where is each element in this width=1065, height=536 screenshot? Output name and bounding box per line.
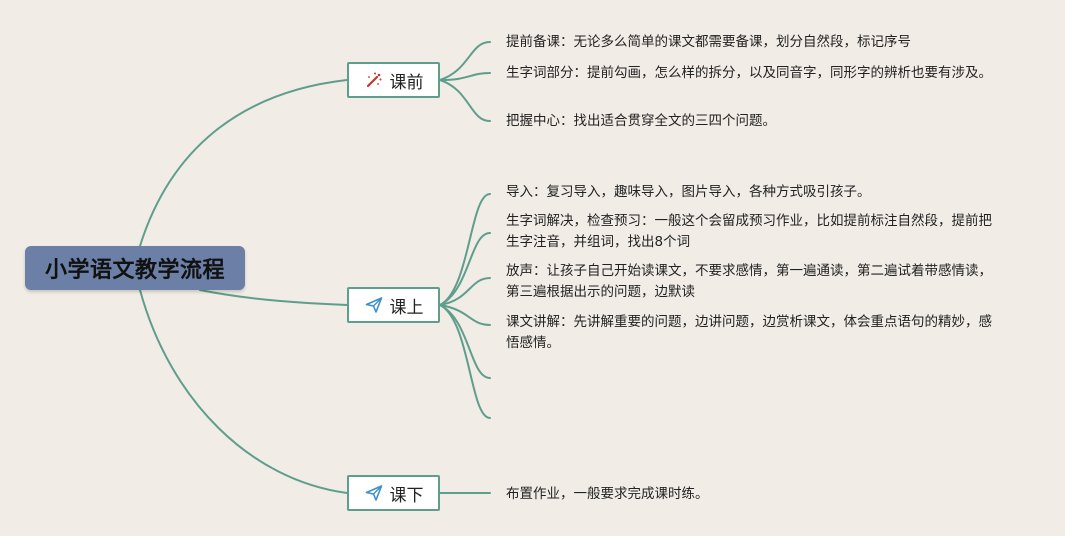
connector-keqian-leaf-2 (439, 72, 491, 81)
connector-keshang-leaf-3 (439, 277, 491, 306)
leaf-kexia-1[interactable]: 布置作业，一般要求完成课时练。 (506, 486, 709, 502)
connector-keshang-leaf-2 (439, 232, 491, 306)
paper-plane-icon (364, 295, 384, 315)
leaf-keshang-3[interactable]: 放声：让孩子自己开始读课文，不要求感情，第一遍通读，第二遍试着带感情读，第三遍根… (506, 263, 992, 300)
leaf-keshang-2[interactable]: 生字词解决，检查预习：一般这个会留成预习作业，比如提前标注自然段，提前把生字注音… (506, 213, 992, 250)
paper-plane-icon (364, 483, 384, 503)
leaf-keqian-2[interactable]: 生字词部分：提前勾画，怎么样的拆分，以及同音字，同形字的辨析也要有涉及。 (506, 65, 992, 81)
root-topic[interactable]: 小学语文教学流程 (25, 246, 245, 290)
connector-root-to-keshang (199, 289, 348, 306)
branch-keqian[interactable]: 课前 (347, 62, 440, 98)
leaf-keshang-4[interactable]: 课文讲解：先讲解重要的问题，边讲问题，边赏析课文，体会重点语句的精妙，感悟感情。 (506, 314, 992, 351)
connector-keshang-leaf-4 (439, 304, 491, 326)
branch-kexia-label: 课下 (389, 485, 424, 506)
connector-keshang-leaf-1 (439, 193, 491, 306)
magic-wand-icon (364, 70, 384, 90)
connector-keshang-leaf-6 (439, 304, 491, 419)
leaf-keshang-1[interactable]: 导入：复习导入，趣味导入，图片导入，各种方式吸引孩子。 (506, 184, 871, 200)
connector-keqian-leaf-1 (439, 41, 491, 81)
leaf-keqian-1[interactable]: 提前备课：无论多么简单的课文都需要备课，划分自然段，标记序号 (506, 34, 911, 50)
root-topic-label: 小学语文教学流程 (44, 258, 225, 283)
branch-keshang[interactable]: 课上 (347, 287, 440, 323)
connector-keshang-leaf-5 (439, 304, 491, 379)
branch-keshang-label: 课上 (389, 297, 424, 318)
connector-root-to-kexia (139, 289, 348, 494)
connector-root-to-keqian (139, 79, 348, 247)
connector-keqian-leaf-3 (439, 79, 491, 122)
branch-kexia[interactable]: 课下 (347, 475, 440, 511)
leaf-keqian-3[interactable]: 把握中心：找出适合贯穿全文的三四个问题。 (506, 113, 776, 129)
branch-keqian-label: 课前 (389, 72, 424, 93)
